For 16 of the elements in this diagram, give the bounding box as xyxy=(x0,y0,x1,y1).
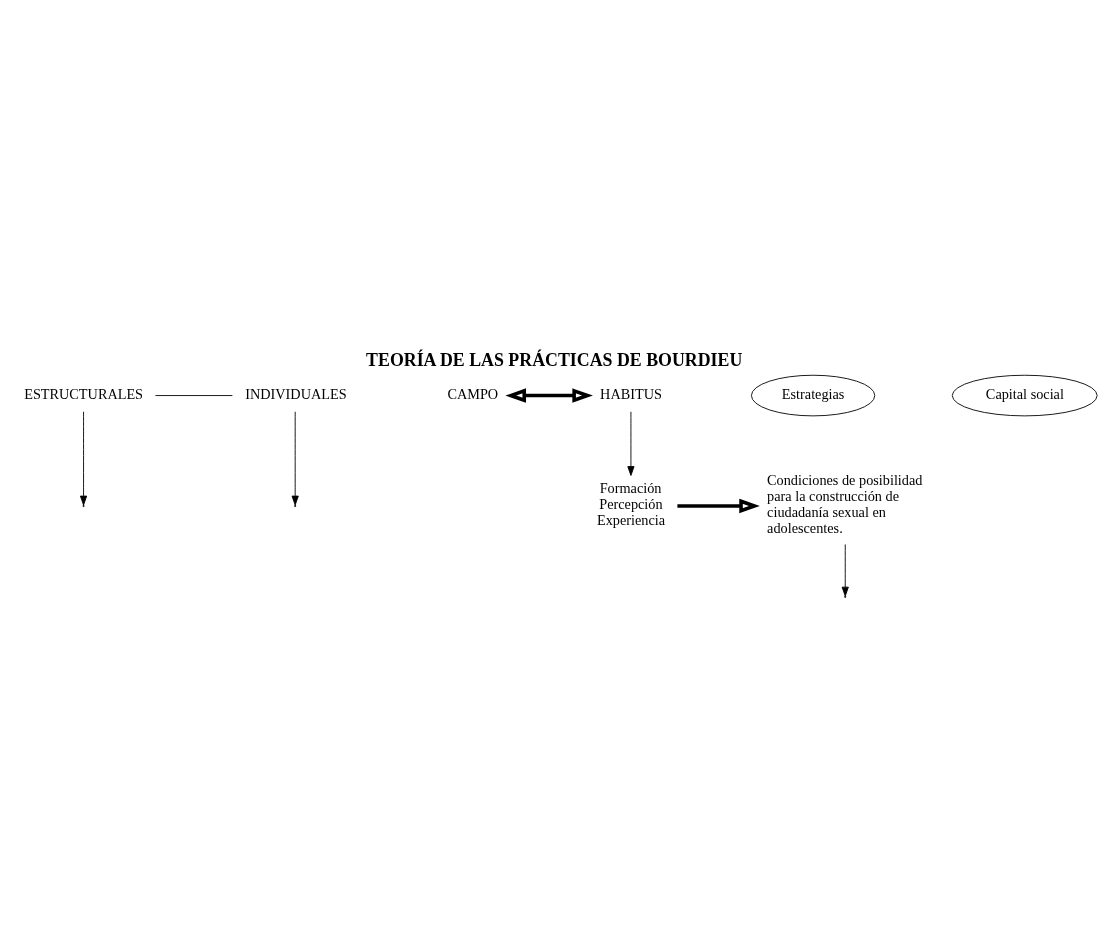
node-text: Formación Percepción Experiencia xyxy=(597,479,666,528)
node-text: INDIVIDUALES xyxy=(245,385,347,402)
node-text: CAMPO xyxy=(447,385,499,402)
arrow xyxy=(291,410,299,505)
node-text: ESTRUCTURALES xyxy=(24,385,144,402)
arrow xyxy=(677,498,760,513)
node-ellipse: Estrategias xyxy=(750,374,876,416)
arrow xyxy=(841,543,849,596)
diagram-title: TEORÍA DE LAS PRÁCTICAS DE BOURDIEU xyxy=(366,349,743,370)
arrow xyxy=(505,387,593,403)
node-text: HABITUS xyxy=(600,385,662,402)
connector xyxy=(155,394,233,396)
node-ellipse: Capital social xyxy=(951,374,1098,416)
arrow xyxy=(627,410,635,476)
node-text: Condiciones de posibilidad para la construcción de ciudadanía sexual en adolescentes. xyxy=(767,471,923,536)
arrow xyxy=(79,410,88,505)
